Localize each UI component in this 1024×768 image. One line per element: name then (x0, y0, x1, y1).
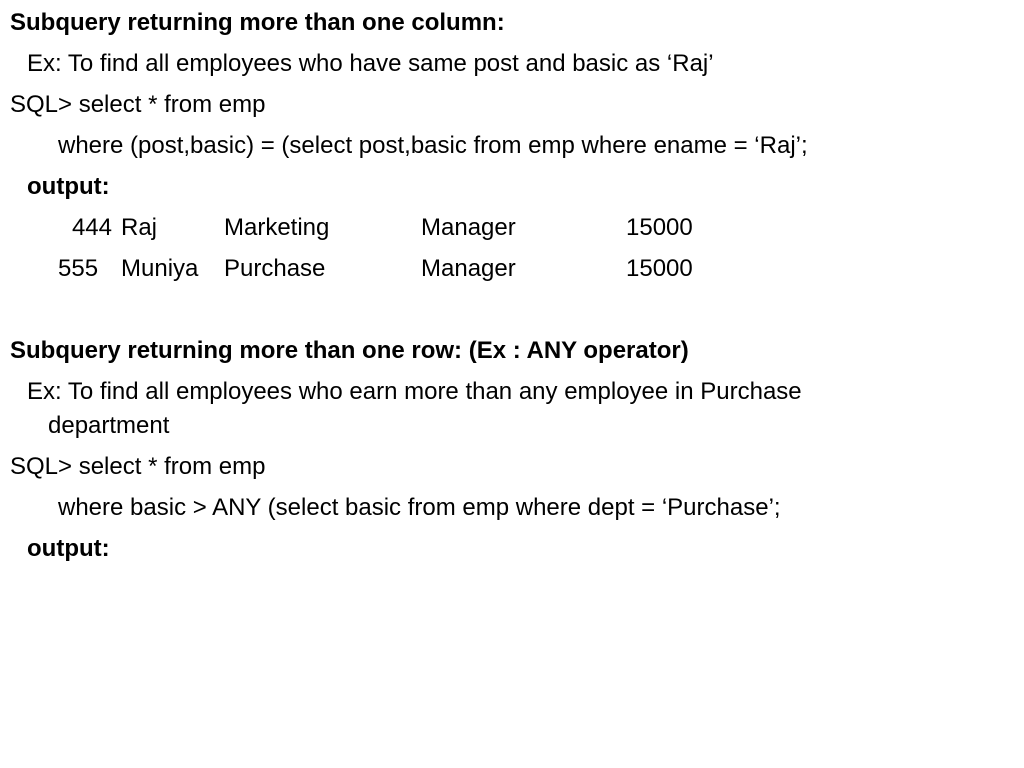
section1-sql-line2: where (post,basic) = (select post,basic … (58, 132, 808, 159)
section1-output-label: output: (27, 173, 110, 200)
section1-example: Ex: To find all employees who have same … (27, 50, 714, 77)
section2-sql-line2: where basic > ANY (select basic from emp… (58, 494, 781, 521)
output-row: 444 Raj Marketing Manager 15000 (0, 214, 760, 242)
section2-example-line2: department (48, 412, 170, 439)
row-post: Manager (421, 255, 516, 282)
section2-sql-line1: SQL> select * from emp (10, 453, 266, 480)
row-name: Muniya (121, 255, 199, 282)
row-post: Manager (421, 214, 516, 241)
row-dept: Purchase (224, 255, 326, 282)
row-dept: Marketing (224, 214, 330, 241)
section2-example-line1: Ex: To find all employees who earn more … (27, 378, 802, 405)
row-id: 444 (71, 214, 112, 241)
row-basic: 15000 (626, 214, 693, 241)
section2-output-label: output: (27, 535, 110, 562)
row-basic: 15000 (626, 255, 693, 282)
section2-heading: Subquery returning more than one row: (E… (10, 337, 689, 364)
output-row: 555 Muniya Purchase Manager 15000 (0, 255, 760, 283)
row-id: 555 (58, 255, 99, 282)
section1-heading: Subquery returning more than one column: (10, 9, 505, 36)
row-name: Raj (121, 214, 158, 241)
section1-sql-line1: SQL> select * from emp (10, 91, 266, 118)
